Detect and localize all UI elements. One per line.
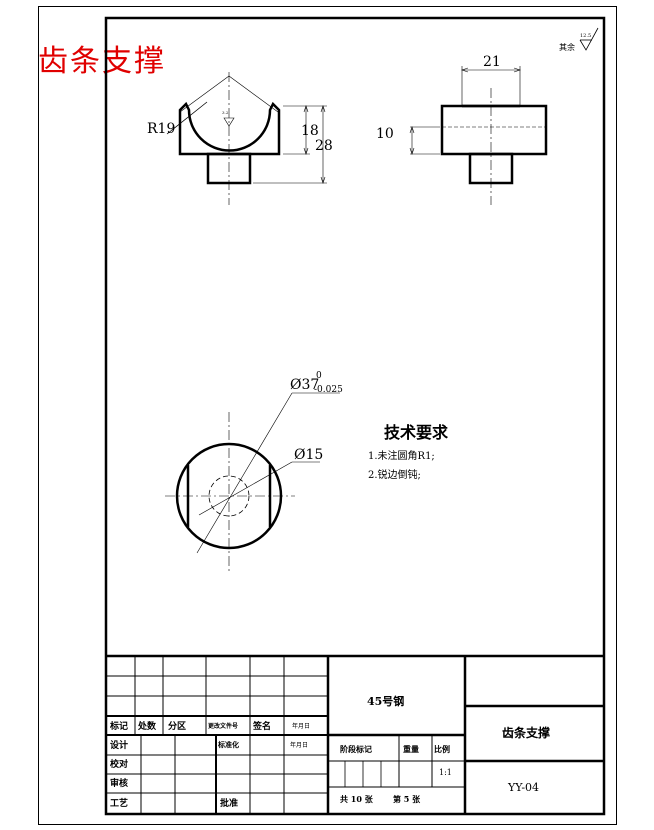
- tech-req-item-1: 1.未注圆角R1;: [368, 449, 435, 462]
- tb-header-zone: 分区: [168, 720, 186, 732]
- groove-roughness: 3.2: [222, 110, 229, 115]
- tb-stage-mark: 阶段标记: [340, 744, 372, 754]
- tb-row-process: 工艺: [110, 797, 128, 809]
- tb-row-check: 校对: [110, 758, 128, 770]
- tb-header-change-doc: 更改文件号: [208, 722, 238, 730]
- tb-header-mark: 标记: [109, 720, 128, 732]
- tb-scale-label: 比例: [434, 744, 450, 754]
- dim-height-18: 18: [301, 123, 319, 139]
- title-block: [106, 654, 604, 814]
- dim-height-10: 10: [376, 126, 394, 142]
- tb-row-design: 设计: [110, 739, 128, 751]
- roughness-value: 12.5: [580, 33, 591, 39]
- front-view: [166, 72, 327, 205]
- tech-req-title: 技术要求: [384, 423, 449, 442]
- tb-header-count: 处数: [137, 720, 157, 732]
- top-view: [165, 392, 340, 572]
- dim-height-28: 28: [315, 138, 333, 154]
- tb-date-label: 年月日: [290, 741, 308, 749]
- tb-sheet-no: 第 5 张: [393, 794, 421, 804]
- dim-dia15: Ø15: [294, 447, 323, 463]
- tb-drawing-no: YY-04: [507, 781, 539, 794]
- side-view: [409, 66, 548, 205]
- tb-row-review: 审核: [110, 777, 128, 789]
- dim-width-21: 21: [483, 54, 501, 70]
- tb-scale-value: 1:1: [439, 768, 452, 777]
- outer-border: [38, 6, 617, 825]
- inner-border: [104, 16, 606, 816]
- tb-standardize: 标准化: [217, 740, 239, 749]
- dim-dia37: Ø37: [290, 377, 319, 393]
- tb-approve: 批准: [220, 797, 238, 809]
- tb-material: 45号钢: [367, 694, 404, 708]
- roughness-label: 其余: [559, 42, 575, 52]
- tech-req-item-2: 2.锐边倒钝;: [368, 468, 421, 481]
- roughness-mark: [579, 27, 599, 51]
- tb-part-name: 齿条支撑: [502, 725, 550, 740]
- dim-dia37-tol-lower: -0.025: [314, 385, 343, 395]
- dim-radius: R19: [147, 121, 175, 137]
- tb-total-sheets: 共 10 张: [340, 794, 374, 804]
- corner-title: 齿条支撑: [38, 44, 166, 79]
- tb-header-sign: 签名: [252, 720, 271, 732]
- tb-header-date: 年月日: [292, 722, 310, 730]
- dim-dia37-tol-upper: 0: [316, 371, 322, 381]
- tb-weight: 重量: [403, 744, 419, 754]
